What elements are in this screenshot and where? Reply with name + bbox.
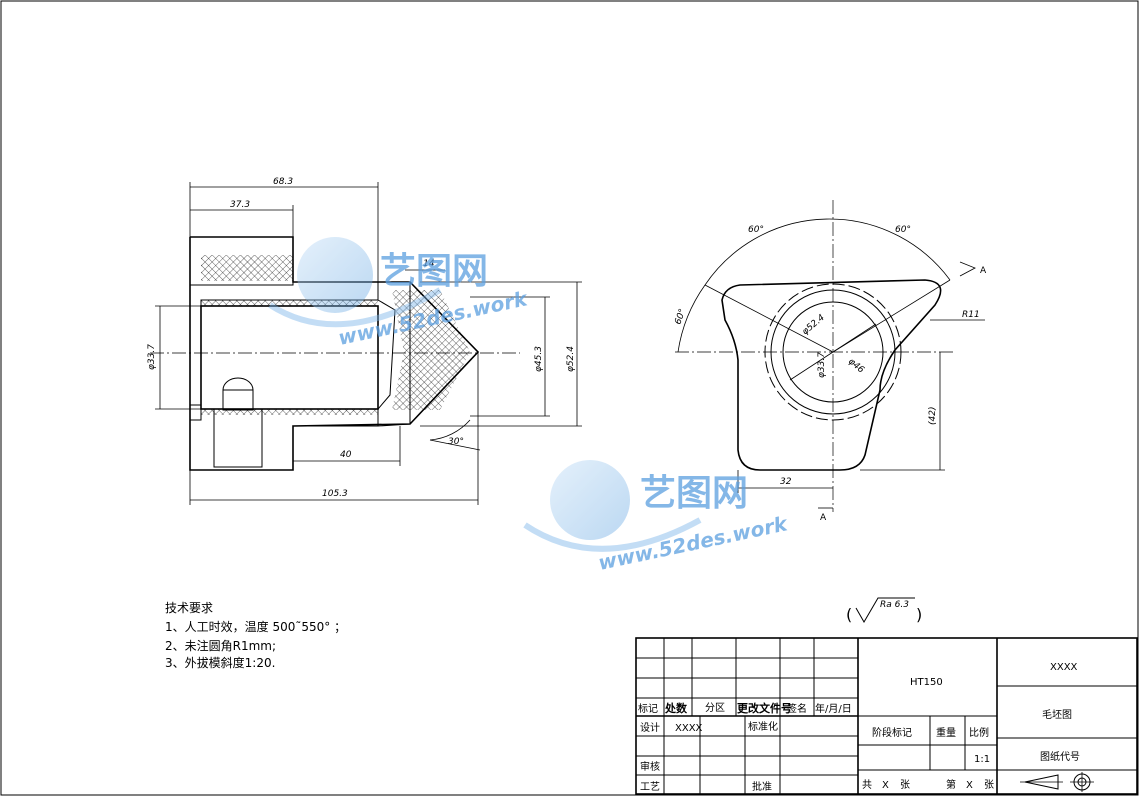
surface-roughness: Ra 6.3 [880, 600, 909, 610]
dim-32: 32 [780, 477, 792, 487]
surface-finish-symbol: ( Ra 6.3 ) [846, 597, 922, 624]
tb-material: HT150 [910, 677, 943, 688]
tb-approve: 批准 [752, 780, 772, 793]
dim-42: (42) [928, 407, 938, 425]
tb-total-post: 张 [900, 779, 910, 791]
dim-30-deg: 30° [448, 437, 464, 447]
dim-40: 40 [340, 450, 352, 460]
tb-count: 处数 [664, 701, 688, 715]
tb-stage: 阶段标记 [872, 726, 912, 739]
tb-design-value: XXXX [675, 723, 703, 734]
tb-mark: 标记 [638, 703, 658, 715]
tb-scale-value: 1:1 [974, 754, 990, 765]
section-dimensions: 68.3 37.3 14 φ33.7 φ45.3 φ52.4 40 105.3 … [147, 177, 582, 505]
dim-phi-52-4: φ52.4 [566, 346, 576, 372]
section-mark-a-top: A [980, 266, 987, 276]
dim-105-3: 105.3 [322, 489, 348, 499]
end-view: 60° 60° 60° R11 φ52.4 φ33.7 φ46 (42) 32 … [673, 200, 987, 523]
notes-line-1: 1、人工时效，温度 500˜550° ； [165, 619, 346, 634]
dim-37-3: 37.3 [230, 200, 250, 210]
dim-phi-45-3: φ45.3 [534, 346, 544, 372]
tb-review: 审核 [640, 760, 660, 773]
projection-symbol-icon [1020, 772, 1094, 792]
title-block: 标记 处数 分区 更改文件号 签名 年/月/日 设计 XXXX 标准化 审核 工… [635, 637, 1138, 795]
tb-page-pre: 第 [946, 778, 956, 791]
tb-total-x: X [882, 780, 889, 791]
dim-phi-33-7: φ33.7 [147, 344, 157, 370]
tb-standardization: 标准化 [748, 720, 778, 733]
tb-code: XXXX [1050, 662, 1078, 673]
tb-total-pre: 共 [862, 779, 872, 791]
dim-circle-phi-46: φ46 [846, 357, 866, 376]
notes-line-3: 3、外拔模斜度1:20. [165, 655, 275, 670]
dim-68-3: 68.3 [273, 177, 293, 187]
dim-circle-phi-52-4: φ52.4 [801, 313, 828, 338]
watermark-brand-bottom: 艺图网 [640, 473, 748, 514]
tb-docno: 更改文件号 [737, 701, 792, 715]
angle-60-left: 60° [748, 225, 764, 235]
tb-design: 设计 [640, 721, 660, 734]
section-mark-a-bottom: A [820, 513, 827, 523]
svg-text:): ) [916, 605, 922, 624]
tb-sign: 签名 [787, 702, 807, 715]
angle-60-right: 60° [895, 225, 911, 235]
dim-14: 14 [423, 259, 435, 269]
tb-drawing-number: 图纸代号 [1040, 750, 1080, 763]
tb-page-post: 张 [984, 779, 994, 791]
tb-zone: 分区 [705, 702, 725, 714]
tb-date: 年/月/日 [815, 702, 852, 715]
dim-r11: R11 [962, 310, 980, 320]
tb-scale: 比例 [969, 726, 989, 739]
section-view [150, 236, 520, 471]
tb-page-x: X [966, 780, 973, 791]
notes-title: 技术要求 [165, 601, 213, 615]
notes-line-2: 2、未注圆角R1mm; [165, 638, 276, 653]
angle-60-side: 60° [673, 308, 688, 326]
tb-weight: 重量 [936, 726, 956, 739]
tb-process: 工艺 [640, 781, 660, 793]
svg-text:(: ( [846, 605, 852, 624]
technical-requirements: 技术要求 1、人工时效，温度 500˜550° ； 2、未注圆角R1mm; 3、… [165, 601, 346, 670]
tb-part-name: 毛坯图 [1042, 709, 1072, 721]
watermark-brand-top: 艺图网 [380, 251, 488, 292]
dim-circle-phi-33-7: φ33.7 [817, 352, 827, 378]
watermark-bottom: 艺图网 www.52des.work [523, 460, 791, 575]
